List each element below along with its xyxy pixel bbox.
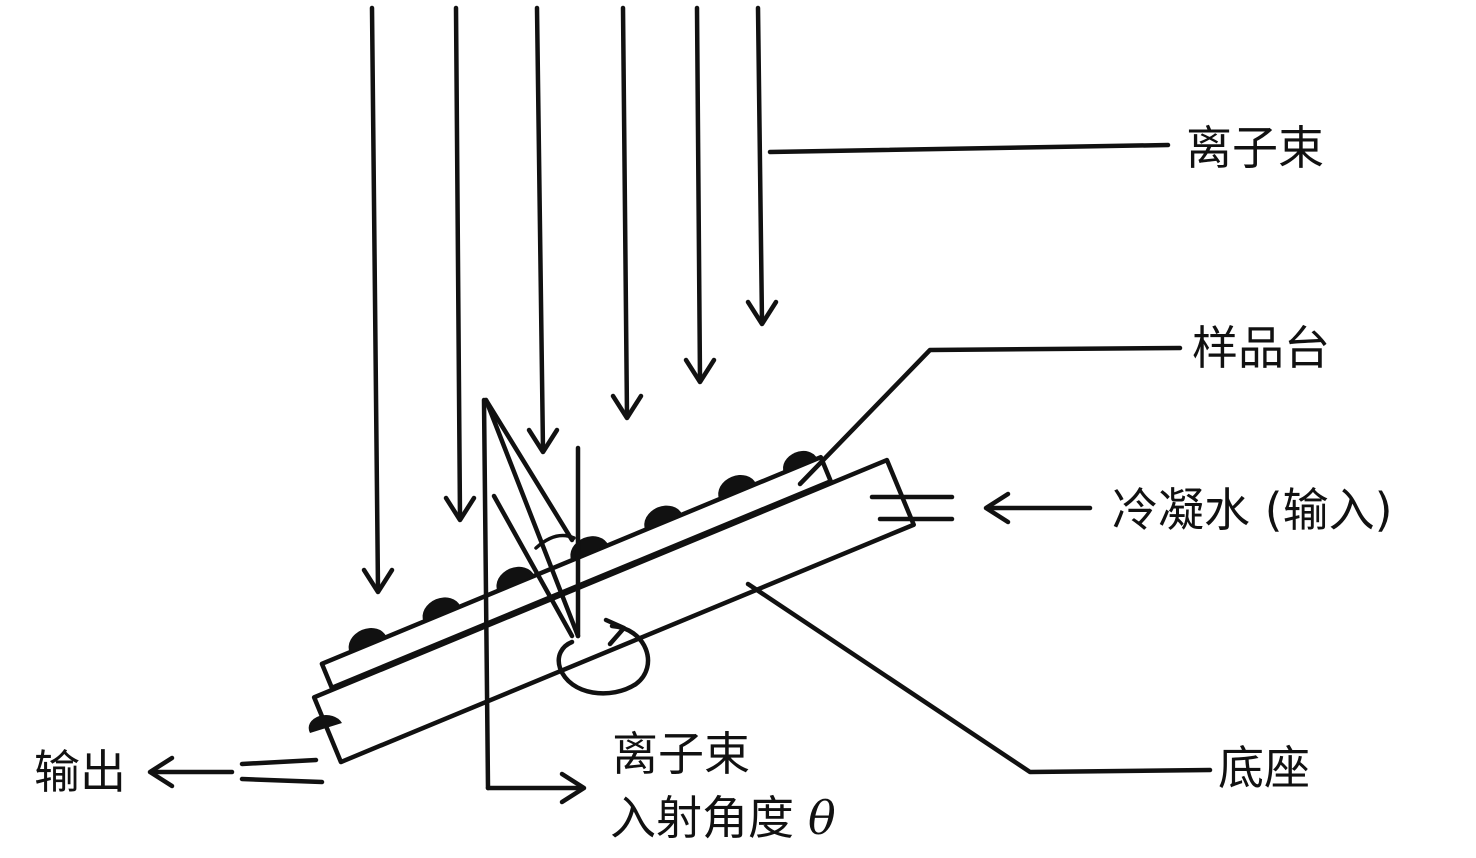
ion-beam-label: 离子束 xyxy=(1186,121,1324,175)
rotation-arrow-icon xyxy=(556,623,651,696)
sample-bump xyxy=(718,474,757,500)
output-pipes xyxy=(239,757,325,785)
ion-beam-arrow xyxy=(526,5,560,455)
base-leader xyxy=(745,581,1213,775)
sample-bump xyxy=(308,715,342,733)
output-arrow xyxy=(147,755,235,789)
incidence-angle-text: 入射角度 xyxy=(610,791,794,845)
sample-stage-label: 样品台 xyxy=(1192,321,1330,375)
ion-beam-arrow xyxy=(443,5,477,523)
sample-bumps xyxy=(348,450,818,653)
ion-beam-leader xyxy=(767,142,1171,155)
sample-bump xyxy=(496,566,535,592)
ion-beam-arrow xyxy=(683,5,717,385)
base-block xyxy=(311,457,916,765)
cooling-water-input-label: 冷凝水 (输入) xyxy=(1112,483,1393,537)
sample-bump xyxy=(422,597,461,622)
sample-bump xyxy=(644,505,683,530)
sample-stage-leader xyxy=(797,345,1183,487)
cooling-water-inlet-pipes xyxy=(869,494,955,522)
ion-beam-arrow xyxy=(610,5,644,421)
sample-bump xyxy=(348,628,387,653)
output-label: 输出 xyxy=(34,745,126,799)
ion-beam-arrow xyxy=(361,5,395,595)
ion-beam-arrow xyxy=(745,5,779,327)
incidence-angle-label-line2: 入射角度 θ xyxy=(610,791,836,845)
cooling-water-arrow xyxy=(983,491,1093,525)
theta-symbol: θ xyxy=(808,791,836,845)
sample-bump xyxy=(783,450,818,473)
base-label: 底座 xyxy=(1218,741,1310,795)
incidence-angle-indicator xyxy=(481,397,651,805)
ion-beam-arrows xyxy=(361,5,779,595)
incidence-angle-label-line1: 离子束 xyxy=(612,727,750,781)
stage-assembly xyxy=(311,450,916,765)
